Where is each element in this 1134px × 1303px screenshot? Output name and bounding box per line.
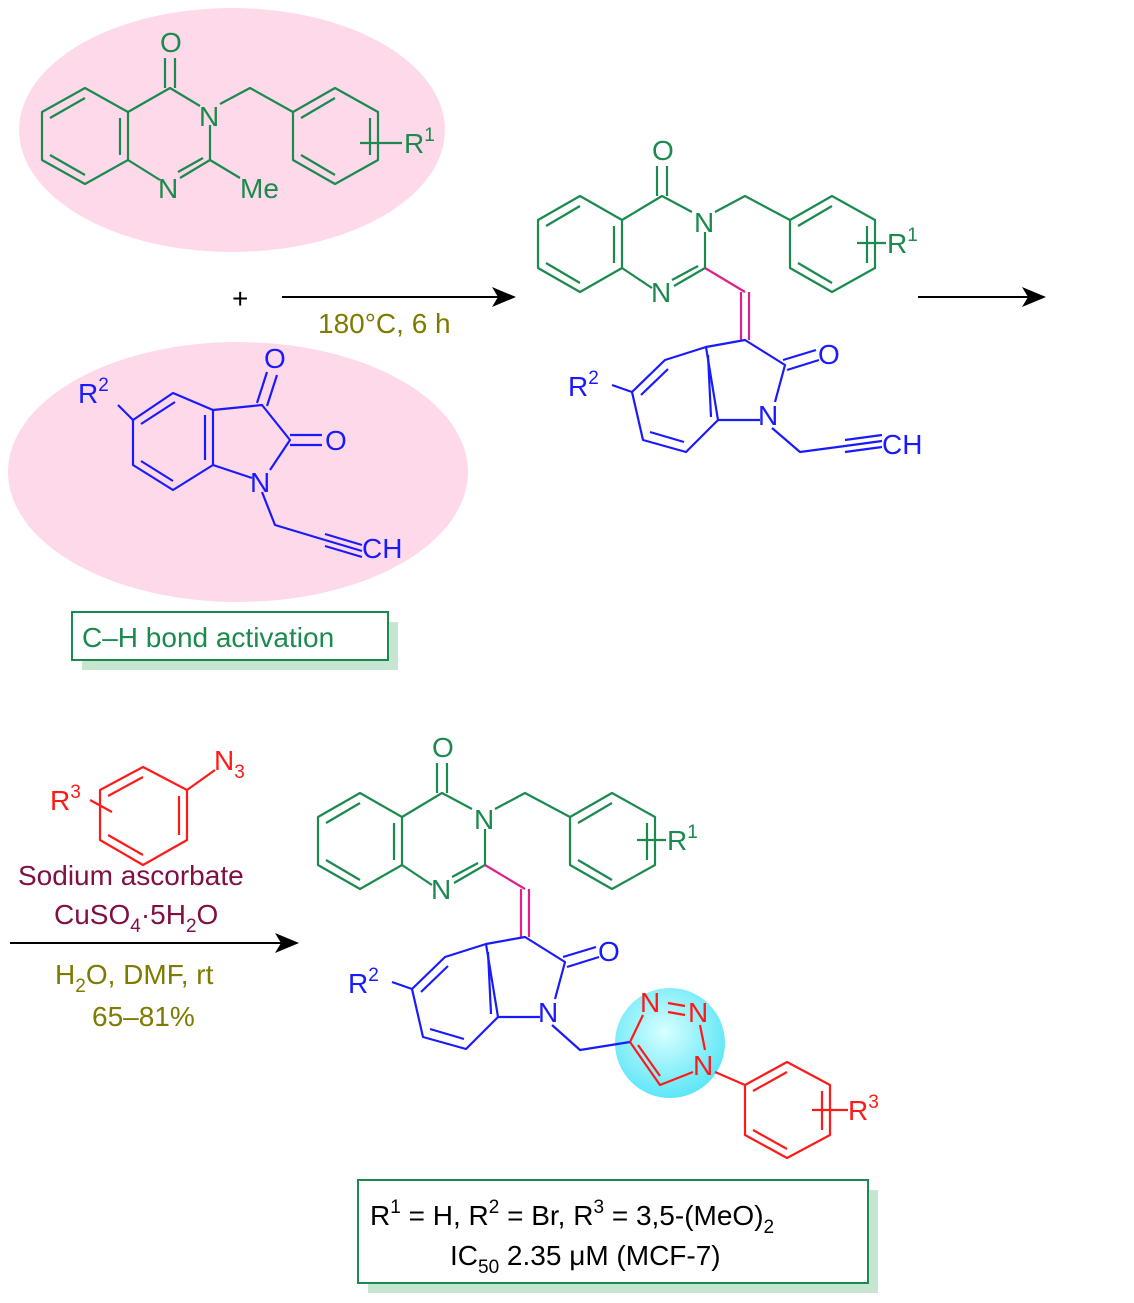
atom-o: O [160,27,182,58]
atom-me: Me [240,173,279,204]
atom-n: N [694,207,714,238]
atom-n: N [158,173,178,204]
step2-solvent: H2O, DMF, rt [55,959,214,997]
aryl-azide-reagent: N3 R3 [50,745,245,867]
reactant2-highlight [8,342,468,602]
atom-ch: CH [362,533,402,564]
atom-o: O [325,425,347,456]
ch-activation-label: C–H bond activation [82,622,334,653]
substituent-r3: R3 [848,1092,879,1126]
atom-n: N [640,987,660,1018]
propargyl-group: CH [771,427,922,460]
intermediate-product: O N N R1 O N R2 [536,135,918,454]
atom-n: N [199,101,219,132]
step2-yield: 65–81% [92,1001,195,1032]
triazole-aryl-group: N N N R3 [551,987,879,1160]
quinazolinone-reactant: O N N Me R1 [40,27,435,204]
atom-o: O [264,343,286,374]
atom-n: N [651,277,671,308]
result-box [357,1179,869,1284]
reactant1-highlight [19,8,445,252]
atom-n: N [758,400,778,431]
substituent-r2: R2 [78,375,109,409]
plus-sign: + [232,283,248,314]
substituent-r2: R2 [568,368,599,402]
label-box [71,611,389,661]
substituent-r1: R1 [404,125,435,159]
azide-group: N3 [214,745,245,783]
result-substituents: R1 = H, R2 = Br, R3 = 3,5-(MeO)2 [370,1197,774,1238]
atom-o: O [818,339,840,370]
atom-ch: CH [882,429,922,460]
substituent-r3: R3 [50,782,81,816]
result-ic50: IC50 2.35 μM (MCF-7) [450,1240,721,1278]
isatin-reactant: O O N CH R2 [78,343,402,564]
atom-n: N [250,467,270,498]
substituent-r1: R1 [887,225,918,259]
atom-n: N [693,1050,713,1081]
atom-o: O [652,135,674,166]
step1-conditions: 180°C, 6 h [318,308,451,339]
reagent-copper-sulfate: CuSO4·5H2O [54,899,218,937]
reagent-sodium-ascorbate: Sodium ascorbate [18,860,244,891]
atom-n: N [688,997,708,1028]
